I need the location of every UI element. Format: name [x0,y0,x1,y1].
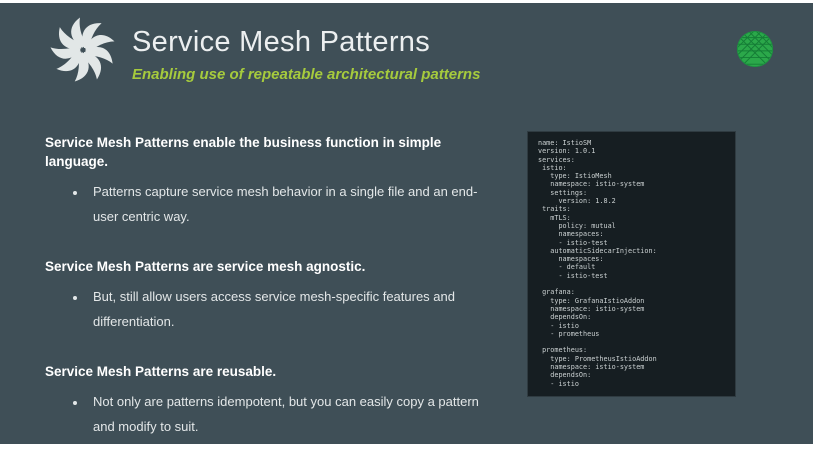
bullet-item: Patterns capture service mesh behavior i… [87,179,490,229]
yaml-code-block: name: IstioSM version: 1.0.1 services: i… [528,132,735,396]
slide-body: Service Mesh Patterns enable the busines… [45,133,490,444]
section-reusable: Service Mesh Patterns are reusable. Not … [45,362,490,439]
slide-title: Service Mesh Patterns [132,26,431,58]
bullet-list: But, still allow users access service me… [45,284,490,334]
swirl-pinwheel-logo-icon [50,17,115,82]
section-heading: Service Mesh Patterns enable the busines… [45,135,442,169]
bullet-item: But, still allow users access service me… [87,284,490,334]
bullet-list: Not only are patterns idempotent, but yo… [45,389,490,439]
meshery-green-mesh-logo-icon [736,30,774,68]
section-mesh-agnostic: Service Mesh Patterns are service mesh a… [45,257,490,334]
title-block: Service Mesh Patterns Enabling use of re… [132,17,480,83]
section-heading: Service Mesh Patterns are service mesh a… [45,259,366,274]
bullet-item: Not only are patterns idempotent, but yo… [87,389,490,439]
section-heading: Service Mesh Patterns are reusable. [45,364,277,379]
bullet-list: Patterns capture service mesh behavior i… [45,179,490,229]
yaml-code-text: name: IstioSM version: 1.0.1 services: i… [538,139,657,388]
slide-header: Service Mesh Patterns Enabling use of re… [50,17,480,83]
slide: Service Mesh Patterns Enabling use of re… [0,3,813,444]
slide-subtitle: Enabling use of repeatable architectural… [132,65,481,83]
section-simple-language: Service Mesh Patterns enable the busines… [45,133,490,229]
